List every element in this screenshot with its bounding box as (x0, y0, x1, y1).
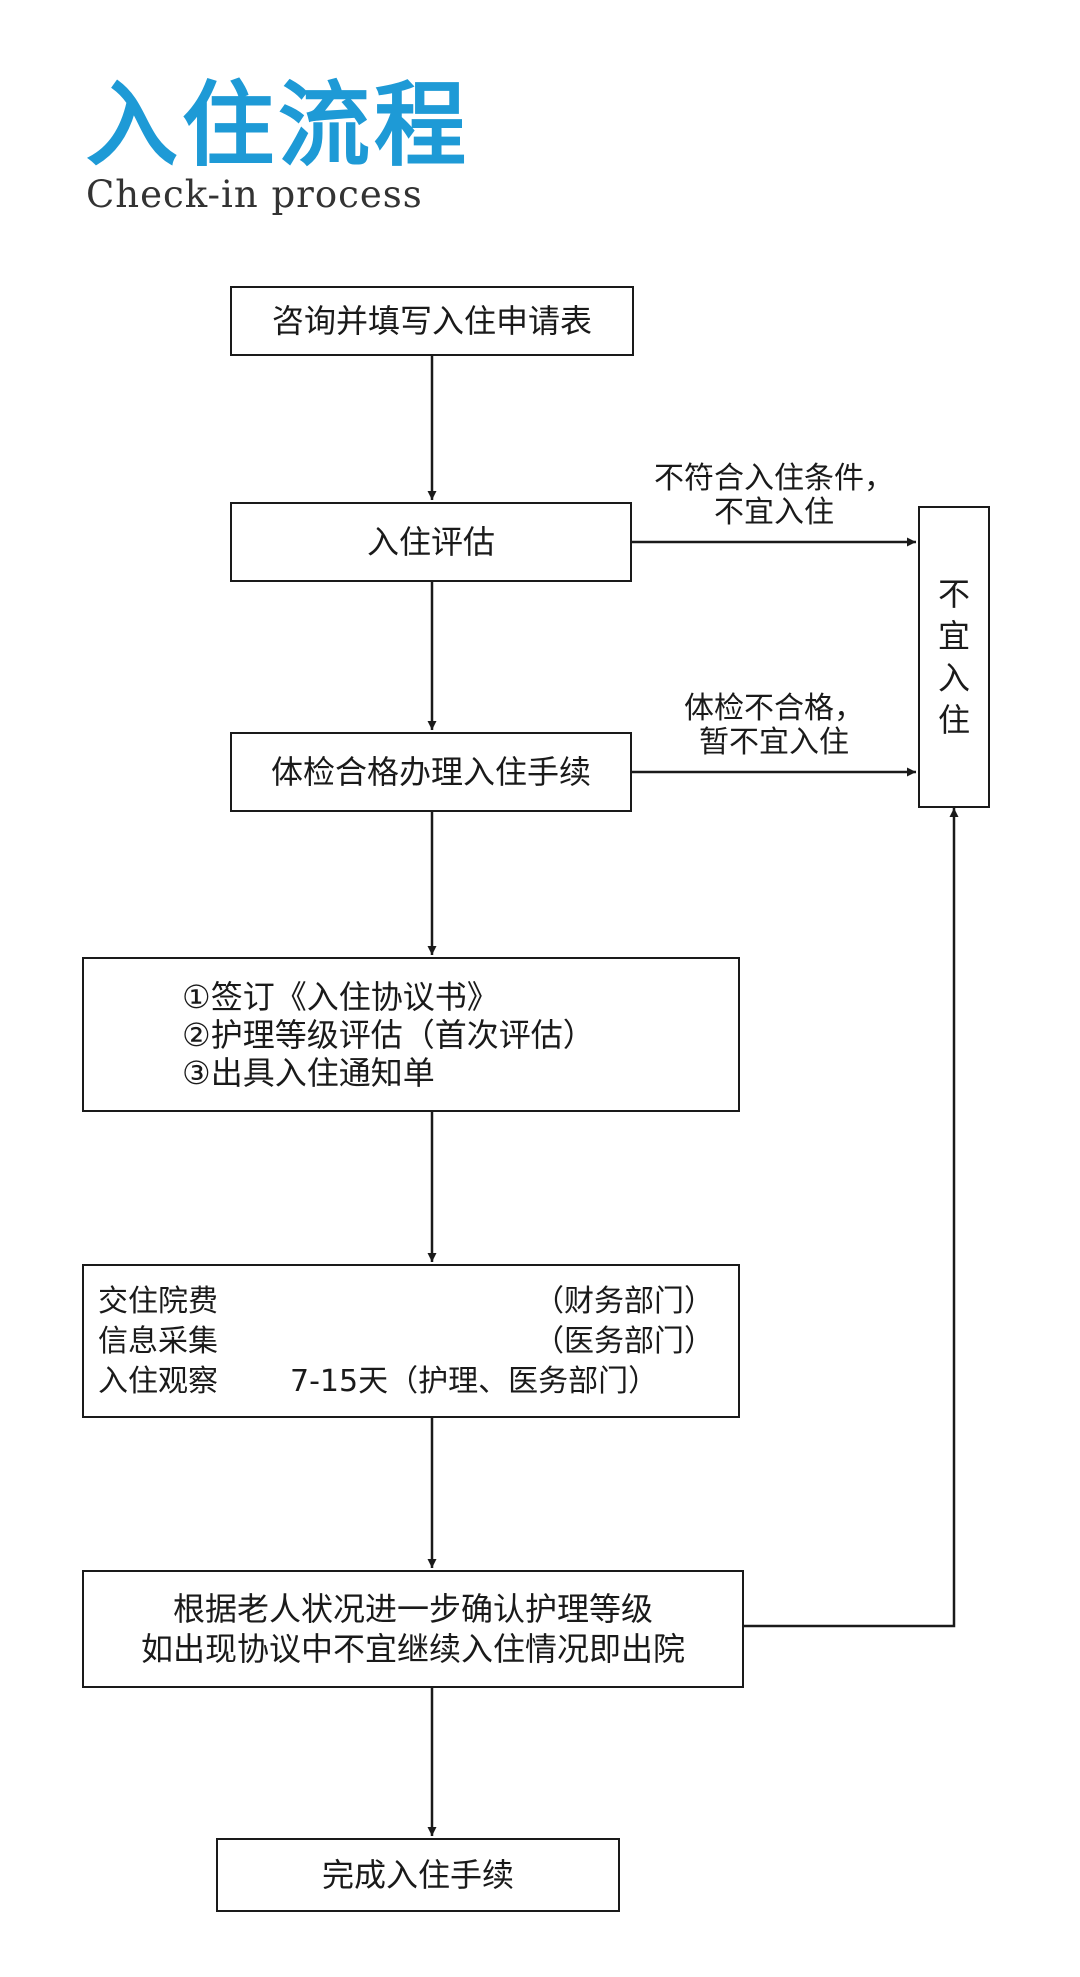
reject-char: 住 (937, 701, 970, 739)
fee-label: 入住观察 (98, 1364, 218, 1399)
reject-box: 不 宜 入 住 (918, 506, 990, 808)
note-physical-fail: 体检不合格， 暂不宜入住 (636, 692, 912, 760)
step-consult-label: 咨询并填写入住申请表 (271, 302, 592, 340)
reject-char: 不 (937, 575, 970, 613)
arrow-confirm-to-reject (744, 808, 959, 1628)
step-physical: 体检合格办理入住手续 (230, 732, 632, 812)
step-sign-line: ②护理等级评估（首次评估） (182, 1015, 595, 1054)
step-confirm-line: 根据老人状况进一步确认护理等级 (172, 1590, 653, 1628)
step-fees (82, 1264, 740, 1418)
fee-target: （医务部门） (534, 1324, 714, 1359)
note-physical-fail-line: 体检不合格， (684, 691, 864, 726)
step-consult: 咨询并填写入住申请表 (230, 286, 634, 356)
fee-target: （财务部门） (534, 1284, 714, 1319)
note-unqualified-line: 不符合入住条件， (654, 461, 894, 496)
step-complete: 完成入住手续 (216, 1838, 620, 1912)
fee-target: 7-15天（护理、医务部门） (290, 1364, 659, 1399)
step-sign-line: ③出具入住通知单 (182, 1053, 435, 1092)
step-confirm: 根据老人状况进一步确认护理等级 如出现协议中不宜继续入住情况即出院 (82, 1570, 744, 1688)
step-sign-line: ①签订《入住协议书》 (182, 977, 499, 1016)
reject-char: 入 (937, 659, 970, 697)
step-confirm-line: 如出现协议中不宜继续入住情况即出院 (140, 1630, 685, 1668)
note-physical-fail-line: 暂不宜入住 (699, 725, 849, 760)
fee-label: 信息采集 (98, 1324, 218, 1359)
page-title: 入住流程 (86, 72, 471, 179)
page-subtitle: Check-in process (86, 173, 423, 216)
step-assess-label: 入住评估 (366, 523, 495, 561)
step-physical-label: 体检合格办理入住手续 (270, 753, 591, 791)
step-assess: 入住评估 (230, 502, 632, 582)
note-unqualified: 不符合入住条件， 不宜入住 (636, 462, 912, 530)
fee-label: 交住院费 (98, 1284, 218, 1319)
note-unqualified-line: 不宜入住 (714, 495, 834, 530)
step-sign: ①签订《入住协议书》 ②护理等级评估（首次评估） ③出具入住通知单 (82, 957, 740, 1112)
step-complete-label: 完成入住手续 (321, 1856, 514, 1894)
reject-char: 宜 (937, 617, 970, 655)
